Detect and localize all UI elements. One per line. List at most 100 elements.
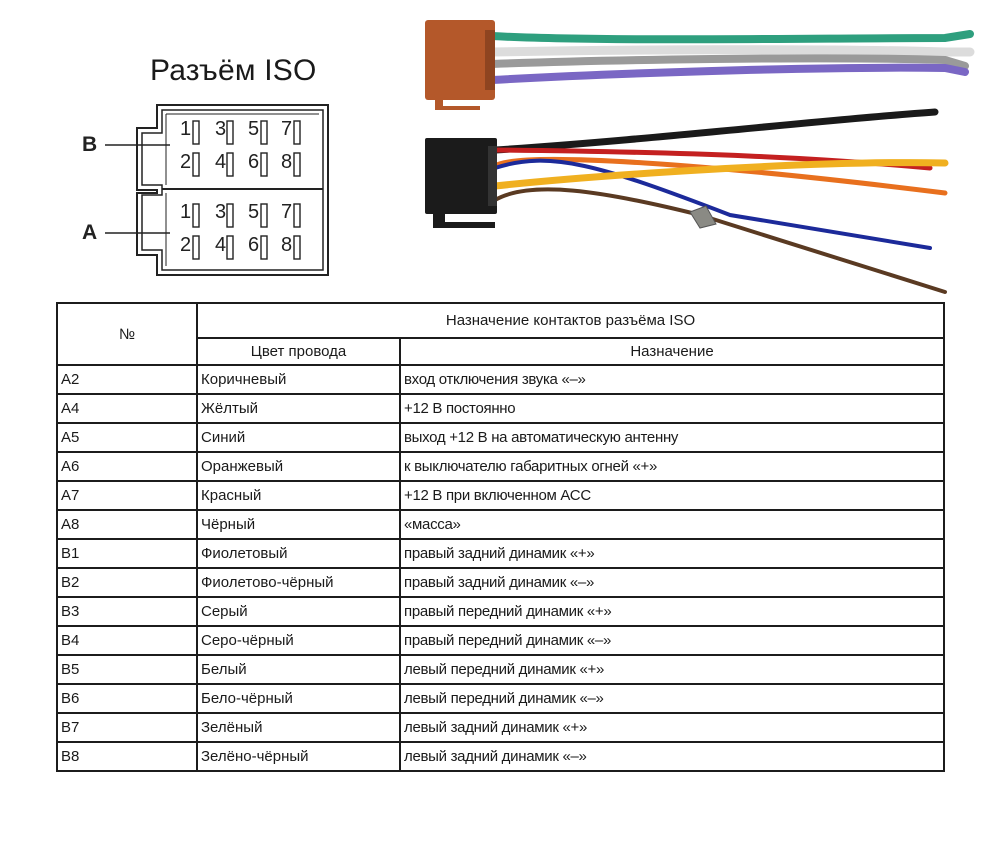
wire-color: Бело-чёрный bbox=[196, 683, 401, 714]
pin-slot bbox=[226, 203, 234, 228]
wire-color: Белый bbox=[196, 654, 401, 685]
iso-connector-diagram: B A 1 3 5 7 2 4 6 8 1 3 5 7 2 4 6 8 bbox=[60, 100, 360, 280]
connector-a-wires bbox=[491, 108, 949, 294]
pin-b6-label: 6 bbox=[248, 151, 260, 173]
diagram-title: Разъём ISO bbox=[150, 54, 317, 87]
pin-b1-label: 1 bbox=[180, 118, 192, 140]
harness-photo bbox=[400, 0, 1000, 300]
pin-a2-label: 2 bbox=[180, 234, 192, 256]
pin-purpose: к выключателю габаритных огней «+» bbox=[399, 451, 945, 482]
header-purpose: Назначение bbox=[399, 337, 945, 366]
pin-number: B5 bbox=[56, 654, 198, 685]
wire-color: Коричневый bbox=[196, 364, 401, 395]
connector-a-housing bbox=[425, 138, 497, 228]
connector-b-wires bbox=[487, 30, 975, 84]
pin-slot bbox=[226, 152, 234, 177]
wire-color: Синий bbox=[196, 422, 401, 453]
wire-color: Фиолетово-чёрный bbox=[196, 567, 401, 598]
pin-b8-label: 8 bbox=[281, 151, 293, 173]
pin-slot bbox=[260, 203, 268, 228]
pin-purpose: вход отключения звука «–» bbox=[399, 364, 945, 395]
harness-illustration bbox=[425, 20, 975, 294]
pin-slot bbox=[260, 152, 268, 177]
pin-purpose: левый задний динамик «+» bbox=[399, 712, 945, 743]
pin-a4-label: 4 bbox=[215, 234, 227, 256]
pin-slot bbox=[260, 235, 268, 260]
pin-purpose: правый передний динамик «+» bbox=[399, 596, 945, 627]
wire-color: Красный bbox=[196, 480, 401, 511]
pin-b3-label: 3 bbox=[215, 118, 227, 140]
wire-a bbox=[493, 187, 947, 294]
wire-color: Жёлтый bbox=[196, 393, 401, 424]
pin-b4-label: 4 bbox=[215, 151, 227, 173]
wire-b bbox=[487, 45, 975, 57]
wire-a bbox=[491, 159, 949, 190]
wire-color: Серый bbox=[196, 596, 401, 627]
pin-number: B8 bbox=[56, 741, 198, 772]
pin-a3-label: 3 bbox=[215, 201, 227, 223]
pin-number: A6 bbox=[56, 451, 198, 482]
pin-number: B4 bbox=[56, 625, 198, 656]
wire-color: Чёрный bbox=[196, 509, 401, 540]
pin-a7-label: 7 bbox=[281, 201, 293, 223]
wire-color: Серо-чёрный bbox=[196, 625, 401, 656]
pin-purpose: левый задний динамик «–» bbox=[399, 741, 945, 772]
pin-b2-label: 2 bbox=[180, 151, 192, 173]
pin-number: B6 bbox=[56, 683, 198, 714]
wire-b bbox=[488, 54, 969, 70]
pin-number: A2 bbox=[56, 364, 198, 395]
pin-purpose: правый задний динамик «+» bbox=[399, 538, 945, 569]
wire-a bbox=[491, 108, 939, 154]
header-group-title: Назначение контактов разъёма ISO bbox=[196, 302, 945, 339]
wire-color: Зелёно-чёрный bbox=[196, 741, 401, 772]
pin-number: B1 bbox=[56, 538, 198, 569]
pin-slot bbox=[192, 235, 200, 260]
pin-slot bbox=[293, 203, 301, 228]
pin-number: B2 bbox=[56, 567, 198, 598]
iso-pinout-table: № Назначение контактов разъёма ISO Цвет … bbox=[56, 302, 945, 772]
pin-purpose: выход +12 В на автоматическую антенну bbox=[399, 422, 945, 453]
pin-purpose: +12 В постоянно bbox=[399, 393, 945, 424]
header-number: № bbox=[56, 302, 198, 366]
pin-slot bbox=[226, 120, 234, 145]
pin-number: B3 bbox=[56, 596, 198, 627]
wire-b bbox=[488, 30, 974, 44]
pin-a6-label: 6 bbox=[248, 234, 260, 256]
pin-purpose: правый передний динамик «–» bbox=[399, 625, 945, 656]
pin-slot bbox=[192, 203, 200, 228]
pin-purpose: «масса» bbox=[399, 509, 945, 540]
connector-outline bbox=[105, 104, 329, 276]
wire-b bbox=[488, 63, 969, 84]
pin-purpose: правый задний динамик «–» bbox=[399, 567, 945, 598]
pin-slot bbox=[293, 120, 301, 145]
wire-color: Фиолетовый bbox=[196, 538, 401, 569]
pin-purpose: левый передний динамик «+» bbox=[399, 654, 945, 685]
pin-a5-label: 5 bbox=[248, 201, 260, 223]
group-b-label: B bbox=[82, 133, 98, 156]
group-a-label: A bbox=[82, 221, 98, 244]
pin-number: A7 bbox=[56, 480, 198, 511]
pin-number: A5 bbox=[56, 422, 198, 453]
pin-number: A8 bbox=[56, 509, 198, 540]
wire-color: Оранжевый bbox=[196, 451, 401, 482]
pin-b7-label: 7 bbox=[281, 118, 293, 140]
pin-slot bbox=[293, 235, 301, 260]
wire-a bbox=[493, 158, 932, 250]
wire-clip bbox=[689, 205, 717, 229]
pin-number: A4 bbox=[56, 393, 198, 424]
wire-color: Зелёный bbox=[196, 712, 401, 743]
